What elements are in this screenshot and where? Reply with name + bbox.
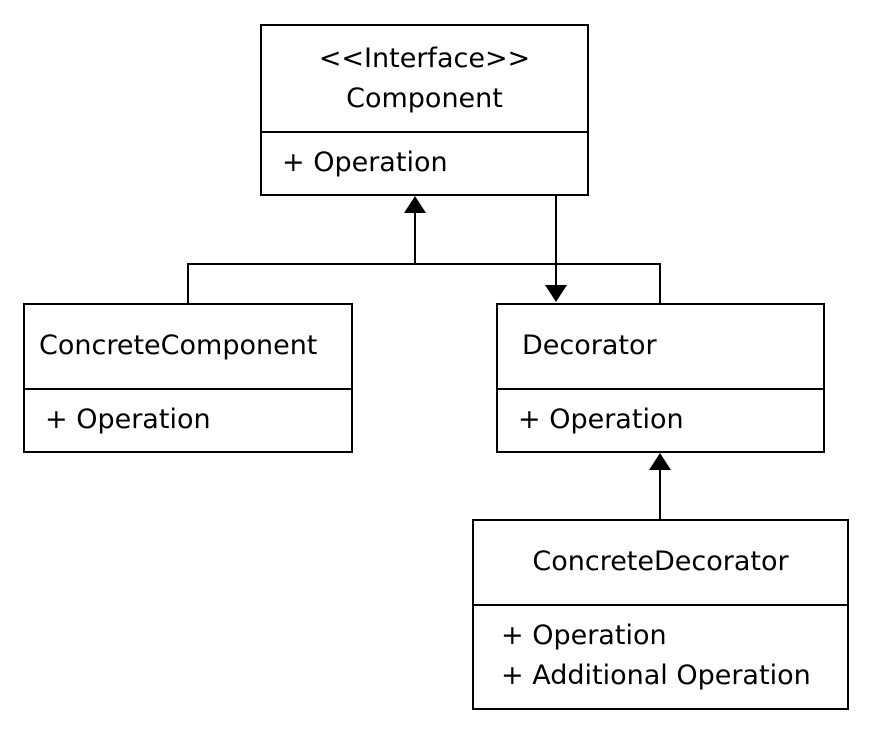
- component-operation: + Operation: [282, 147, 448, 178]
- concrete-component-operation: + Operation: [45, 404, 211, 435]
- decorator-class-box: Decorator + Operation: [496, 303, 825, 453]
- concrete-decorator-additional-operation: + Additional Operation: [501, 660, 811, 691]
- concrete-component-operations: + Operation: [25, 390, 351, 451]
- decorator-class-header: Decorator: [498, 305, 823, 390]
- component-operations: + Operation: [262, 133, 587, 194]
- decorator-operations: + Operation: [498, 390, 823, 451]
- decorator-generalization-arrowhead: [649, 453, 671, 470]
- concrete-decorator-class-header: ConcreteDecorator: [474, 521, 847, 606]
- generalization-line: [187, 263, 661, 303]
- concrete-component-class-box: ConcreteComponent + Operation: [23, 303, 353, 453]
- concrete-decorator-class-name: ConcreteDecorator: [532, 546, 789, 577]
- association-arrowhead: [545, 285, 567, 302]
- component-stereotype: <<Interface>>: [318, 43, 531, 74]
- generalization-arrowhead: [404, 196, 426, 213]
- component-class-header: <<Interface>> Component: [262, 26, 587, 133]
- concrete-decorator-operation: + Operation: [501, 620, 667, 651]
- component-class-box: <<Interface>> Component + Operation: [260, 24, 589, 196]
- decorator-operation: + Operation: [518, 404, 684, 435]
- concrete-component-class-name: ConcreteComponent: [39, 330, 318, 361]
- component-class-name: Component: [346, 83, 503, 114]
- concrete-component-class-header: ConcreteComponent: [25, 305, 351, 390]
- concrete-decorator-class-box: ConcreteDecorator + Operation + Addition…: [472, 519, 849, 710]
- concrete-decorator-operations: + Operation + Additional Operation: [474, 606, 847, 708]
- decorator-class-name: Decorator: [522, 330, 657, 361]
